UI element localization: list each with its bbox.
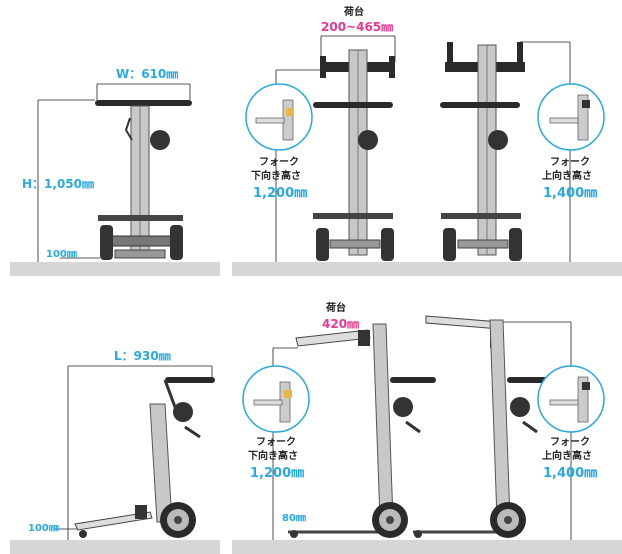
fork-up-title-1: フォーク — [550, 157, 590, 168]
load-value-label: 420㎜ — [322, 317, 360, 331]
panel-fork-side-views: 荷台 420㎜ 80㎜ フォーク 下向き高さ 1,200㎜ フォーク 上向き高さ… — [228, 282, 622, 554]
fork-down-value: 1,200㎜ — [253, 186, 308, 201]
base-height-label: 100㎜ — [28, 523, 59, 534]
load-range-label: 200~465㎜ — [321, 20, 394, 34]
load-title: 荷台 — [326, 303, 346, 314]
height-label: H：1,050㎜ — [22, 177, 95, 191]
front-view-drawing — [37, 83, 192, 262]
base-height-label: 100㎜ — [46, 249, 77, 260]
fork-up-title-2: 上向き高さ — [542, 171, 592, 182]
fork-down-title-1: フォーク — [256, 437, 296, 448]
fork-side-drawing — [242, 315, 605, 540]
fork-down-title-2: 下向き高さ — [248, 451, 298, 462]
fork-down-value: 1,200㎜ — [250, 466, 305, 481]
fork-up-title-1: フォーク — [550, 437, 590, 448]
panel-fork-front-views: 荷台 200~465㎜ フォーク 下向き高さ 1,200㎜ フォーク 上向き高さ… — [228, 0, 622, 276]
base-height-label: 80㎜ — [282, 513, 306, 524]
fork-down-title-2: 下向き高さ — [251, 171, 301, 182]
panel-front-view: W：610㎜ H：1,050㎜ 100㎜ — [0, 0, 222, 276]
load-title: 荷台 — [344, 7, 364, 18]
fork-front-drawing — [245, 35, 605, 262]
panel-side-view: L：930㎜ 100㎜ — [0, 282, 222, 554]
width-label: W：610㎜ — [116, 67, 179, 81]
fork-up-value: 1,400㎜ — [543, 186, 598, 201]
ground-strip — [10, 262, 220, 276]
ground-strip — [232, 540, 622, 554]
length-label: L：930㎜ — [114, 349, 171, 363]
fork-up-value: 1,400㎜ — [543, 466, 598, 481]
side-view-drawing — [55, 365, 215, 540]
fork-down-title-1: フォーク — [259, 157, 299, 168]
fork-up-title-2: 上向き高さ — [542, 451, 592, 462]
ground-strip — [232, 262, 622, 276]
ground-strip — [10, 540, 220, 554]
